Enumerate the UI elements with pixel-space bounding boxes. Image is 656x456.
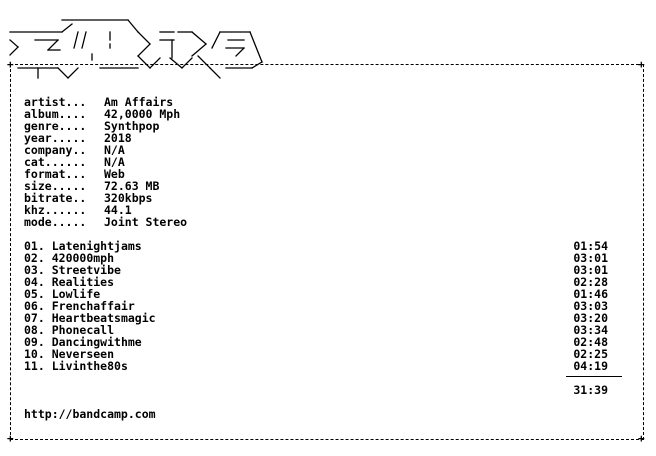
track-number: 07. [24,311,45,325]
track-row: 11. Livinthe80s 04:19 [24,359,608,373]
info-key: format... [24,167,87,181]
track-title: Lowlife [51,287,101,301]
track-time: 03:34 [573,323,608,337]
info-row-album: album.... 42,0000 Mph [24,108,180,120]
track-row: 10. Neverseen 02:25 [24,347,608,361]
info-key: size..... [24,179,87,193]
info-key: album.... [24,107,87,121]
nfo-frame [10,64,644,440]
info-row-artist: artist... Am Affairs [24,96,173,108]
track-row: 05. Lowlife 01:46 [24,287,608,301]
track-row: 09. Dancingwithme 02:48 [24,335,608,349]
info-value: N/A [104,155,125,169]
info-row-bitrate: bitrate.. 320kbps [24,192,152,204]
track-title: Livinthe80s [51,359,128,373]
url-text[interactable]: http://bandcamp.com [24,407,156,421]
track-title: Realities [51,275,115,289]
track-number: 05. [24,287,45,301]
info-row-size: size..... 72.63 MB [24,180,159,192]
info-value: Synthpop [104,119,160,133]
frame-corner-top-right: + [638,58,645,71]
track-title: Frenchaffair [51,299,135,313]
total-time: 31:39 [573,383,608,397]
track-time: 02:28 [573,275,608,289]
track-time: 02:25 [573,347,608,361]
track-number: 03. [24,263,45,277]
info-key: year..... [24,131,87,145]
track-number: 02. [24,251,45,265]
info-row-company: company.. N/A [24,144,125,156]
total-divider [566,376,622,377]
info-key: cat...... [24,155,87,169]
info-value: Web [104,167,125,181]
info-key: artist... [24,95,87,109]
track-time: 03:20 [573,311,608,325]
info-row-format: format... Web [24,168,125,180]
track-title: Heartbeatsmagic [51,311,156,325]
info-value: N/A [104,143,125,157]
info-key: khz...... [24,203,87,217]
track-time: 03:01 [573,251,608,265]
track-title: Phonecall [51,323,115,337]
track-time: 01:46 [573,287,608,301]
track-number: 09. [24,335,45,349]
frame-corner-top-left: + [7,58,14,71]
track-row: 04. Realities 02:28 [24,275,608,289]
track-time: 02:48 [573,335,608,349]
track-time: 04:19 [573,359,608,373]
info-row-year: year..... 2018 [24,132,132,144]
track-row: 06. Frenchaffair 03:03 [24,299,608,313]
info-value: 320kbps [104,191,153,205]
track-row: 02. 420000mph 03:01 [24,251,608,265]
track-row: 01. Latenightjams 01:54 [24,239,608,253]
track-title: Dancingwithme [51,335,142,349]
track-number: 11. [24,359,45,373]
ascii-logo [9,19,263,79]
track-row: 03. Streetvibe 03:01 [24,263,608,277]
track-row: 07. Heartbeatsmagic 03:20 [24,311,608,325]
track-title: Streetvibe [51,263,121,277]
info-key: genre.... [24,119,87,133]
info-value: Am Affairs [104,95,174,109]
track-number: 08. [24,323,45,337]
info-row-cat: cat...... N/A [24,156,125,168]
info-row-khz: khz...... 44.1 [24,204,132,216]
track-time: 01:54 [573,239,608,253]
track-number: 10. [24,347,45,361]
track-title: 420000mph [51,251,115,265]
track-row: 08. Phonecall 03:34 [24,323,608,337]
info-key: company.. [24,143,87,157]
info-key: bitrate.. [24,191,87,205]
track-title: Neverseen [51,347,115,361]
track-number: 06. [24,299,45,313]
info-row-genre: genre.... Synthpop [24,120,159,132]
info-value: 72.63 MB [104,179,160,193]
info-key: mode..... [24,215,87,229]
info-row-mode: mode..... Joint Stereo [24,216,187,228]
info-value: 42,0000 Mph [104,107,181,121]
track-time: 03:01 [573,263,608,277]
track-title: Latenightjams [51,239,142,253]
info-value: 2018 [104,131,132,145]
track-time: 03:03 [573,299,608,313]
release-url[interactable]: http://bandcamp.com [24,408,156,420]
track-number: 01. [24,239,45,253]
frame-corner-bottom-right: + [638,432,645,445]
info-value: Joint Stereo [104,215,188,229]
info-value: 44.1 [104,203,132,217]
track-number: 04. [24,275,45,289]
frame-corner-bottom-left: + [7,432,14,445]
